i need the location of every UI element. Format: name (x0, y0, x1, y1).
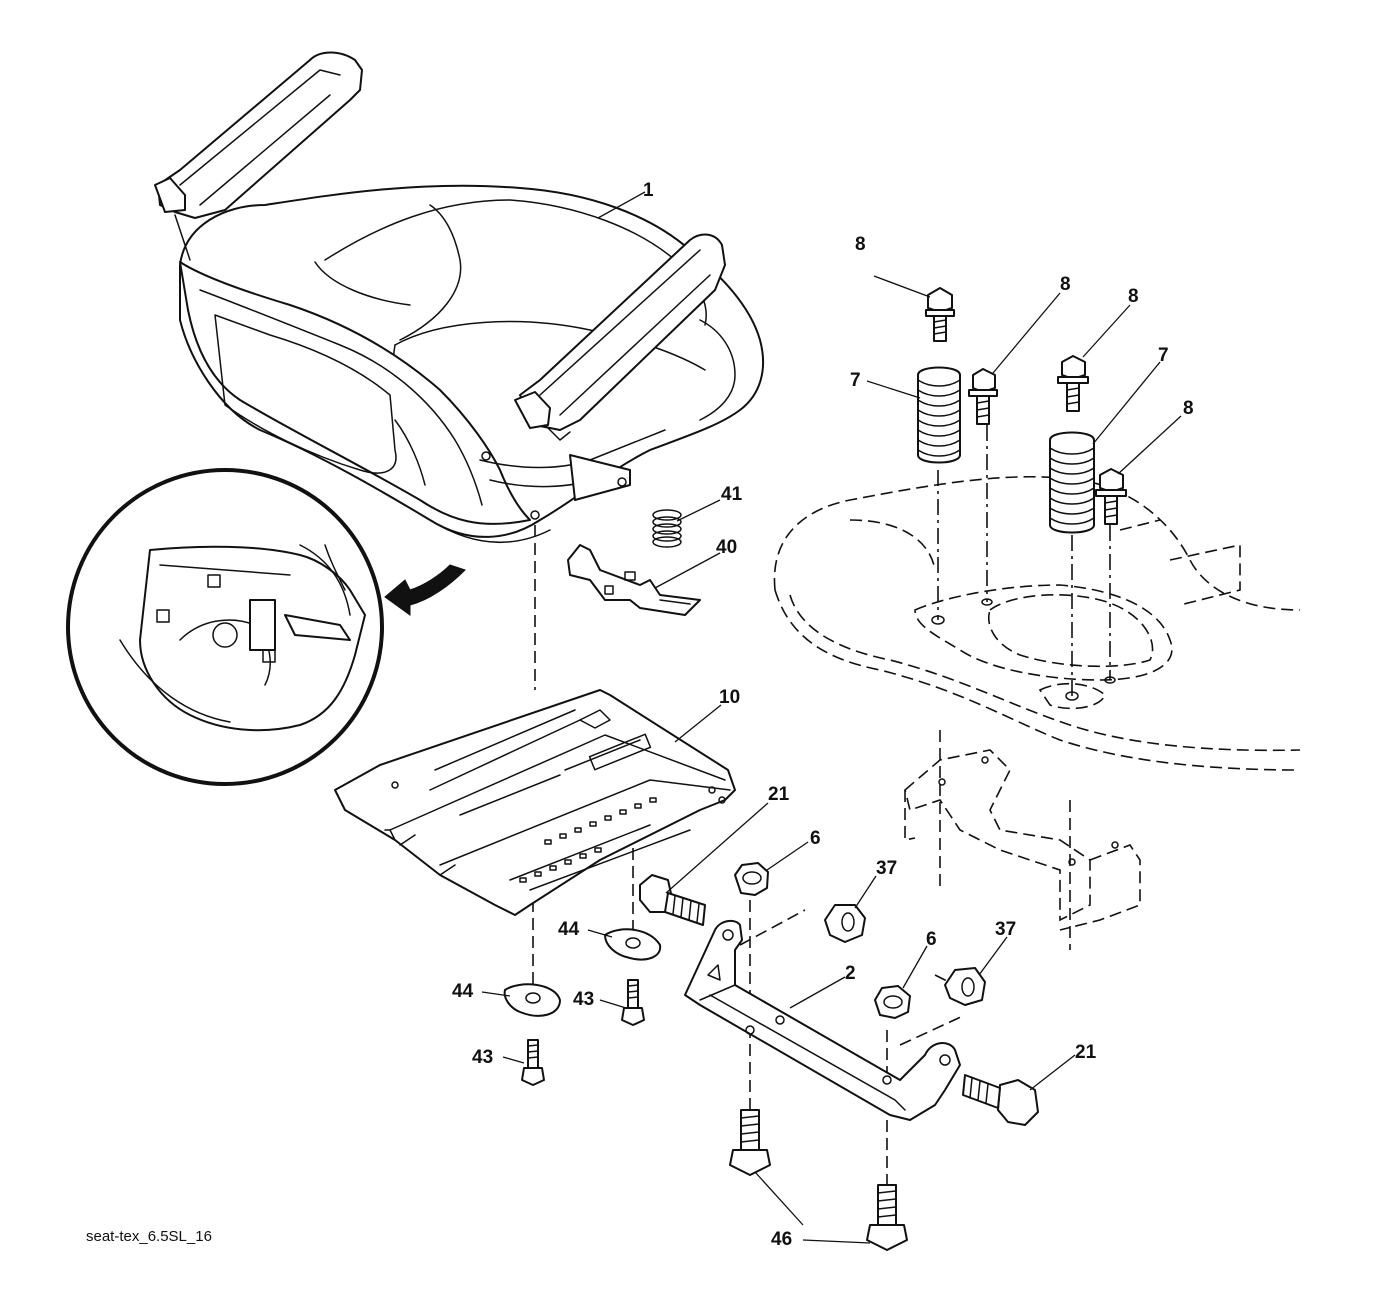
callout-43-lower: 43 (472, 1047, 493, 1068)
latch-part-40 (567, 544, 701, 616)
diagram-caption: seat-tex_6.5SL_16 (86, 1228, 212, 1245)
callout-21-upper: 21 (768, 784, 790, 805)
callout-10: 10 (719, 687, 740, 708)
callout-6-lower: 6 (926, 929, 937, 950)
callout-8-a: 8 (855, 234, 866, 255)
detail-inset (66, 468, 466, 786)
callout-2: 2 (845, 963, 856, 984)
callout-37-lower: 37 (995, 919, 1016, 940)
callout-1: 1 (643, 180, 654, 201)
callout-46: 46 (771, 1229, 792, 1250)
callout-8-d: 8 (1183, 398, 1194, 419)
adjustment-slots (519, 797, 657, 883)
callout-7-right: 7 (1158, 345, 1169, 366)
callout-8-b: 8 (1060, 274, 1071, 295)
callout-44-lower: 44 (452, 981, 474, 1002)
callout-37-upper: 37 (876, 858, 897, 879)
spring-part-7-left (917, 366, 961, 464)
bracket-part-2 (684, 919, 961, 1121)
callout-7-left: 7 (850, 370, 861, 391)
callout-21-lower: 21 (1075, 1042, 1097, 1063)
screws-part-43 (521, 979, 645, 1086)
spring-part-7-right (1049, 431, 1095, 534)
seat-assembly (154, 51, 764, 544)
nuts-part-6 (734, 862, 911, 1019)
callout-43-upper: 43 (573, 989, 594, 1010)
spring-part-41 (652, 509, 682, 548)
bolts-part-21 (639, 874, 1039, 1126)
callout-40: 40 (716, 537, 737, 558)
callout-44-upper: 44 (558, 919, 580, 940)
callout-8-c: 8 (1128, 286, 1139, 307)
callout-labels: 1 2 6 6 7 7 8 8 8 8 10 21 21 37 37 40 41… (452, 180, 1194, 1250)
seat-plate-part-10 (334, 689, 736, 916)
callout-6-upper: 6 (810, 828, 821, 849)
callout-leader-lines (481, 191, 1182, 1244)
callout-41: 41 (721, 484, 743, 505)
washers-part-44 (503, 928, 662, 1017)
tractor-frame-outline (773, 475, 1301, 931)
bolts-part-46 (729, 1109, 908, 1251)
nuts-part-37 (824, 904, 986, 1006)
bolts-part-8 (925, 287, 1127, 525)
